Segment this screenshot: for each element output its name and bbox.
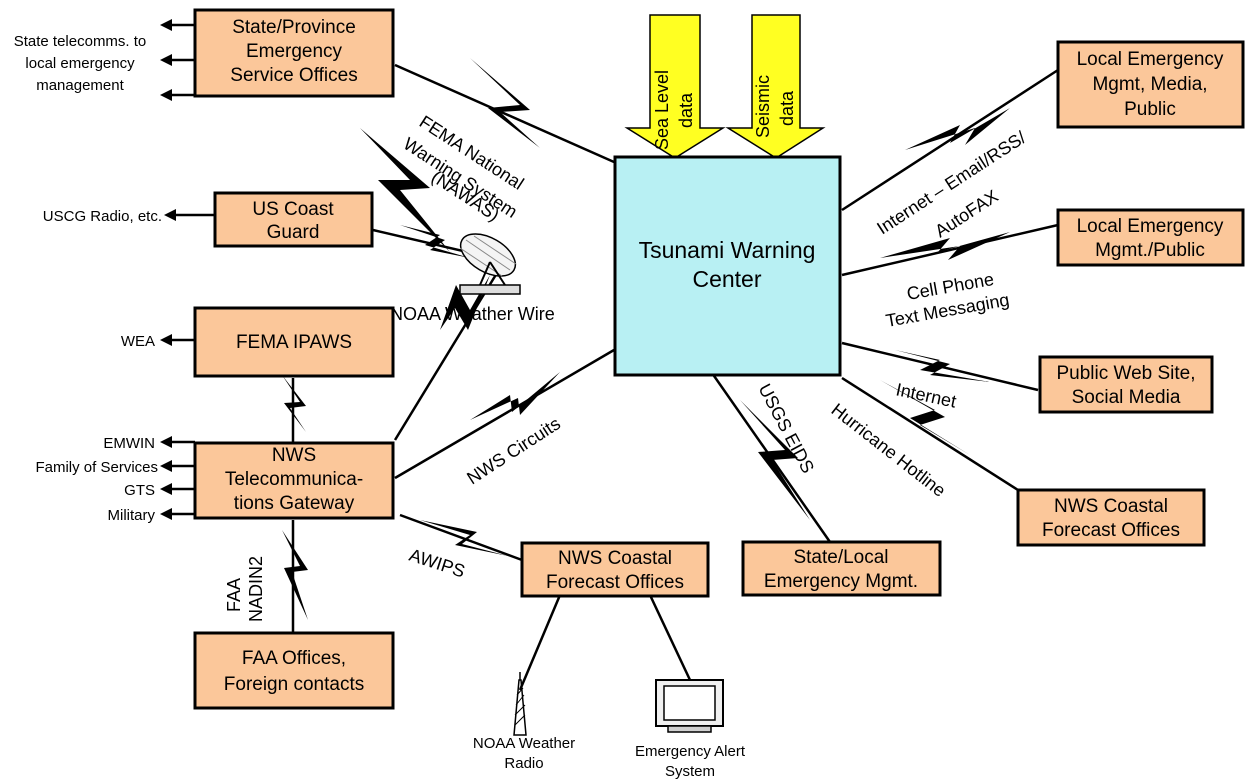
svg-text:local emergency: local emergency bbox=[25, 55, 135, 72]
line-weather-wire bbox=[393, 267, 502, 441]
svg-text:Public: Public bbox=[1124, 99, 1176, 120]
bolt-faa-icon bbox=[282, 530, 308, 620]
svg-text:Service Offices: Service Offices bbox=[230, 65, 357, 86]
bolt-hurricane-icon bbox=[880, 380, 970, 455]
svg-text:Mgmt, Media,: Mgmt, Media, bbox=[1092, 74, 1207, 95]
svg-text:Seismic: Seismic bbox=[753, 75, 773, 138]
line-nws-circuits bbox=[394, 348, 615, 480]
svg-text:Mgmt./Public: Mgmt./Public bbox=[1095, 240, 1205, 261]
svg-text:Public Web Site,: Public Web Site, bbox=[1056, 363, 1195, 384]
svg-text:Guard: Guard bbox=[267, 222, 320, 243]
box-fema-ipaws: FEMA IPAWS bbox=[193, 306, 395, 378]
svg-text:management: management bbox=[36, 77, 124, 94]
label-internet: Internet bbox=[894, 379, 958, 411]
svg-text:Military: Military bbox=[108, 507, 156, 524]
svg-text:US Coast: US Coast bbox=[252, 199, 334, 220]
box-state-local: State/Local Emergency Mgmt. bbox=[741, 540, 942, 597]
label-fema-nawas: FEMA National Warning System (NAWAS) bbox=[400, 112, 528, 226]
bolt-internet-email-icon bbox=[905, 108, 1010, 150]
svg-text:State/Local: State/Local bbox=[793, 547, 888, 568]
svg-text:State/Province: State/Province bbox=[232, 17, 356, 38]
radio-tower-icon bbox=[513, 672, 527, 736]
svg-text:Local Emergency: Local Emergency bbox=[1077, 49, 1224, 70]
svg-text:NWS: NWS bbox=[272, 445, 316, 466]
box-faa-offices: FAA Offices, Foreign contacts bbox=[193, 631, 395, 710]
output-arrows bbox=[160, 19, 215, 520]
svg-text:Forecast Offices: Forecast Offices bbox=[1042, 520, 1180, 541]
svg-text:FAA: FAA bbox=[224, 578, 244, 612]
bolt-cell-icon bbox=[880, 232, 1010, 260]
svg-text:System: System bbox=[665, 763, 715, 780]
label-noaa-radio: NOAA Weather Radio bbox=[473, 735, 575, 772]
svg-text:data: data bbox=[777, 90, 797, 126]
box-state-province: State/Province Emergency Service Offices bbox=[193, 8, 395, 98]
box-public-web: Public Web Site, Social Media bbox=[1038, 355, 1214, 414]
svg-text:NWS Coastal: NWS Coastal bbox=[558, 548, 672, 569]
label-faa-nadin: FAA NADIN2 bbox=[224, 556, 266, 622]
bolt-uscg-icon bbox=[400, 225, 470, 258]
svg-text:Social Media: Social Media bbox=[1072, 387, 1181, 408]
svg-text:USCG Radio, etc.: USCG Radio, etc. bbox=[43, 208, 162, 225]
connection-lines bbox=[291, 63, 1059, 691]
label-noaa-weather-wire: NOAA Weather Wire bbox=[390, 304, 555, 324]
svg-text:Tsunami Warning: Tsunami Warning bbox=[639, 237, 816, 263]
box-local-em-media: Local Emergency Mgmt, Media, Public bbox=[1056, 40, 1245, 129]
box-local-em-public: Local Emergency Mgmt./Public bbox=[1056, 208, 1245, 267]
svg-text:NOAA Weather: NOAA Weather bbox=[473, 735, 575, 752]
lightning-bolts bbox=[282, 58, 1010, 620]
monitor-icon bbox=[655, 679, 724, 733]
bolt-weather-wire-icon bbox=[440, 275, 490, 330]
svg-text:Foreign contacts: Foreign contacts bbox=[224, 674, 364, 695]
box-nws-coastal-bottom: NWS Coastal Forecast Offices bbox=[520, 541, 710, 598]
label-cell-phone: Cell Phone Text Messaging bbox=[884, 269, 1011, 331]
svg-text:FEMA IPAWS: FEMA IPAWS bbox=[236, 332, 352, 353]
box-nws-coastal-right: NWS Coastal Forecast Offices bbox=[1016, 488, 1206, 547]
label-usgs-eids: USGS EIDS bbox=[754, 380, 818, 476]
svg-text:EMWIN: EMWIN bbox=[103, 435, 155, 452]
svg-text:NWS Coastal: NWS Coastal bbox=[1054, 496, 1168, 517]
svg-text:Forecast Offices: Forecast Offices bbox=[546, 572, 684, 593]
tsunami-warning-center: Tsunami Warning Center bbox=[613, 155, 842, 377]
sea-level-input-arrow: Sea Level data bbox=[624, 14, 726, 159]
svg-text:data: data bbox=[676, 92, 696, 128]
line-cell bbox=[841, 223, 1059, 277]
bolt-ipaws-icon bbox=[282, 375, 306, 432]
seismic-input-arrow: Seismic data bbox=[725, 14, 826, 159]
svg-text:Emergency: Emergency bbox=[246, 41, 343, 62]
label-awips: AWIPS bbox=[407, 545, 468, 582]
svg-text:WEA: WEA bbox=[121, 333, 155, 350]
svg-text:GTS: GTS bbox=[124, 482, 155, 499]
label-eas: Emergency Alert System bbox=[635, 743, 746, 780]
satellite-dish-icon bbox=[459, 233, 521, 295]
box-nws-gateway: NWS Telecommunica- tions Gateway bbox=[193, 441, 395, 520]
svg-text:tions Gateway: tions Gateway bbox=[234, 493, 355, 514]
svg-text:Emergency Alert: Emergency Alert bbox=[635, 743, 746, 760]
line-nawas bbox=[394, 63, 615, 164]
label-nws-circuits: NWS Circuits bbox=[463, 413, 564, 488]
line-awips bbox=[399, 513, 523, 562]
box-us-coast-guard: US Coast Guard bbox=[213, 191, 374, 248]
svg-text:Local Emergency: Local Emergency bbox=[1077, 216, 1224, 237]
line-hurricane bbox=[841, 376, 1019, 492]
svg-text:Center: Center bbox=[692, 266, 761, 292]
svg-text:FAA Offices,: FAA Offices, bbox=[242, 648, 346, 669]
line-internet-email bbox=[841, 68, 1059, 212]
output-labels: State telecomms. to local emergency mana… bbox=[14, 33, 162, 524]
svg-text:Radio: Radio bbox=[504, 755, 543, 772]
line-radio bbox=[518, 594, 562, 691]
svg-text:Sea Level: Sea Level bbox=[652, 70, 672, 150]
svg-text:Emergency Mgmt.: Emergency Mgmt. bbox=[764, 571, 918, 592]
svg-text:Telecommunica-: Telecommunica- bbox=[225, 469, 363, 490]
svg-text:Family of Services: Family of Services bbox=[35, 459, 158, 476]
label-internet-email: Internet – Email/RSS/ AutoFAX bbox=[873, 127, 1029, 241]
bolt-internet-icon bbox=[895, 350, 990, 382]
svg-text:State telecomms. to: State telecomms. to bbox=[14, 33, 147, 50]
line-eas bbox=[648, 594, 692, 681]
bolt-nws-circuits-icon bbox=[470, 372, 560, 420]
svg-text:NADIN2: NADIN2 bbox=[246, 556, 266, 622]
